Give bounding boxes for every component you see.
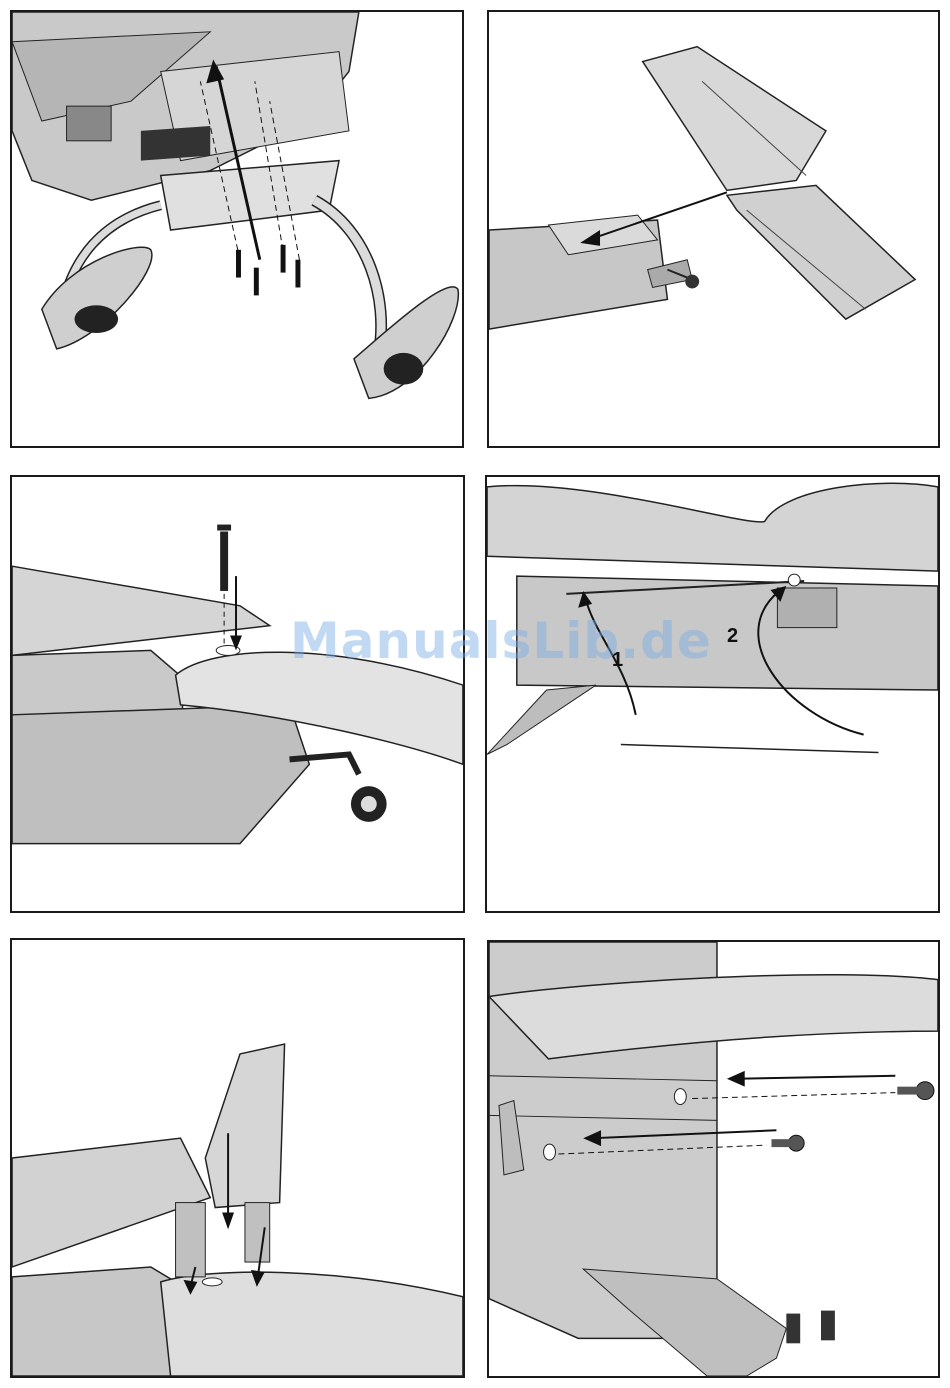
illustration-stabilizer-bolt [10,475,465,913]
stabilizer-drawing [489,12,938,446]
pushrod-drawing [487,477,938,911]
fuselage-screws-drawing [489,942,938,1376]
illustration-horizontal-stabilizer-insert [487,10,940,448]
landing-gear-drawing [12,12,462,446]
illustration-fuselage-screws [487,940,940,1378]
watermark-text: ManualsLib.de [290,612,712,670]
illustration-landing-gear-mount [10,10,464,448]
illustration-pushrod-connection: 1 2 [485,475,940,913]
vertical-fin-drawing [12,940,463,1376]
stabilizer-bolt-drawing [12,477,463,911]
callout-step-2: 2 [727,625,738,648]
illustration-vertical-fin-attach [10,938,465,1378]
